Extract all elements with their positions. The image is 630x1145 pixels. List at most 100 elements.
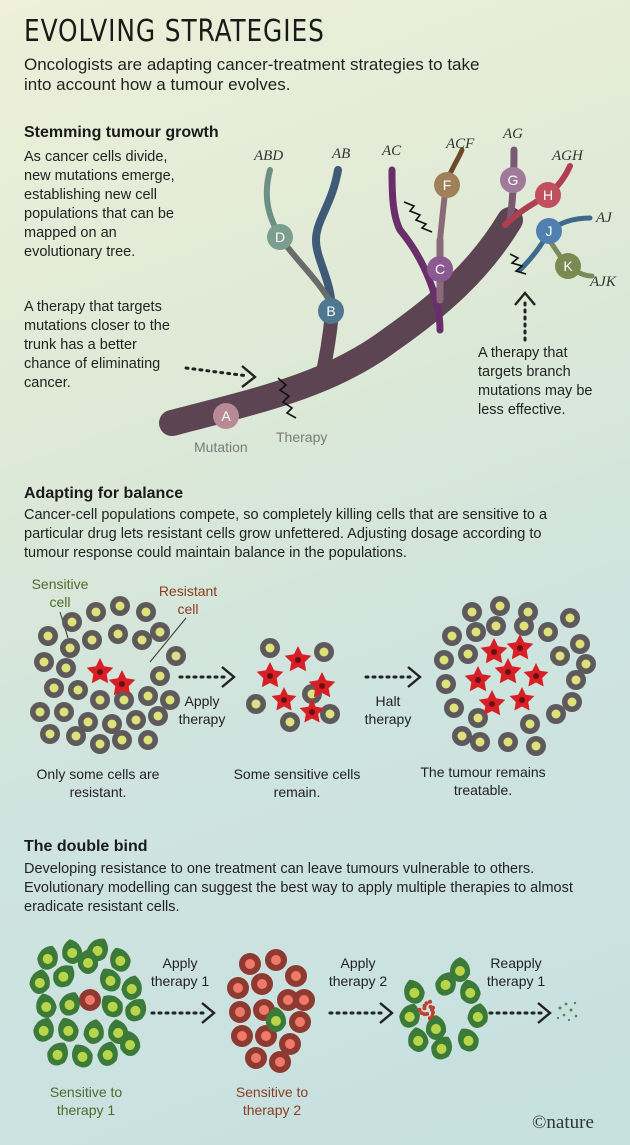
sensitive-cell	[160, 690, 180, 710]
svg-text:C: C	[435, 261, 445, 277]
evolution-tree: A B C D F G H J K ABD AB AC ACF AG AGH A…	[159, 126, 617, 436]
sensitive-to-therapy-1-cell	[408, 1027, 429, 1052]
therapy-zigzag-branch-c	[403, 201, 433, 233]
sensitive-cell	[110, 596, 130, 616]
sensitive-to-therapy-1-cell	[125, 998, 147, 1022]
sensitive-cell	[138, 686, 158, 706]
resistant-cell	[494, 658, 522, 684]
sensitive-cell	[102, 714, 122, 734]
leaf-ag: AG	[502, 126, 523, 142]
sensitive-cell	[320, 704, 340, 724]
sensitive-cell	[132, 630, 152, 650]
sensitive-cell	[280, 712, 300, 732]
sensitive-to-therapy-1-cell	[71, 1044, 93, 1068]
svg-text:B: B	[326, 303, 335, 319]
resistant-cell	[509, 687, 535, 711]
sensitive-to-therapy-2-cell	[79, 989, 101, 1011]
sensitive-cell	[90, 690, 110, 710]
leaf-aj: AJ	[595, 210, 613, 226]
sensitive-cell	[68, 680, 88, 700]
leaf-abd: ABD	[253, 148, 283, 164]
sensitive-to-therapy-1-cell	[33, 1017, 54, 1042]
sensitive-to-therapy-1-cell	[29, 969, 50, 994]
sensitive-cell	[54, 702, 74, 722]
sensitive-cell	[462, 602, 482, 622]
sensitive-to-therapy-2-cell	[229, 1001, 251, 1023]
sensitive-cell	[40, 724, 60, 744]
therapy-zigzag-branch-j	[509, 253, 527, 275]
sensitive-to-therapy-2-cell	[285, 965, 307, 987]
sensitive-cell	[108, 624, 128, 644]
sensitive-cell	[34, 652, 54, 672]
sensitive-cell	[562, 692, 582, 712]
node-a: A	[213, 403, 239, 429]
sensitive-cell	[434, 650, 454, 670]
leaf-acf: ACF	[445, 136, 475, 152]
sensitive-cell	[576, 654, 596, 674]
arrow-apply-therapy	[178, 666, 236, 688]
sensitive-cell	[490, 596, 510, 616]
sensitive-to-therapy-1-cell	[435, 972, 456, 996]
node-d: D	[267, 224, 293, 250]
sensitive-cell	[520, 714, 540, 734]
sensitive-to-therapy-1-cell	[460, 979, 481, 1004]
sensitive-cell	[30, 702, 50, 722]
arrow-label-apply-therapy: Apply therapy	[178, 693, 226, 727]
sensitive-to-therapy-2-cell	[293, 989, 315, 1011]
section-heading-stemming: Stemming tumour growth	[24, 124, 219, 141]
sensitive-cell	[90, 734, 110, 754]
sensitive-to-therapy-1-cell	[97, 1041, 118, 1066]
arrow-label-apply-therapy-2: Apply therapy 2	[328, 955, 388, 989]
node-k: K	[555, 253, 581, 279]
sensitive-cell	[136, 602, 156, 622]
resistant-cell	[506, 634, 534, 660]
sensitive-to-therapy-1-cell	[58, 1017, 79, 1042]
sensitive-to-therapy-1-cell	[83, 1019, 104, 1044]
resistant-cell	[308, 672, 336, 698]
sensitive-cell	[466, 622, 486, 642]
sensitive-cell	[150, 622, 170, 642]
sensitive-to-therapy-2-cell	[245, 1047, 267, 1069]
sensitive-cell	[166, 646, 186, 666]
svg-text:J: J	[546, 223, 553, 239]
sensitive-to-therapy-1-cell	[399, 1003, 420, 1028]
svg-text:H: H	[543, 187, 553, 203]
sensitive-to-therapy-1-cell	[265, 1007, 287, 1032]
sensitive-cell	[246, 694, 266, 714]
svg-text:A: A	[221, 408, 231, 424]
resistant-cell	[478, 690, 506, 716]
leaf-ab: AB	[331, 146, 350, 162]
resistant-cell	[523, 663, 549, 687]
dying-resistant-cell	[417, 999, 435, 1021]
sensitive-cell	[150, 666, 170, 686]
sensitive-cell	[546, 704, 566, 724]
svg-text:F: F	[443, 177, 452, 193]
sensitive-cell	[114, 690, 134, 710]
arrow-label-reapply-therapy-1: Reapply therapy 1	[486, 955, 546, 989]
arrow-reapply-therapy-1	[488, 1002, 552, 1024]
sensitive-cell	[148, 706, 168, 726]
sensitive-cell	[56, 658, 76, 678]
sensitive-to-therapy-1-cell	[449, 957, 471, 982]
sensitive-cell	[470, 732, 490, 752]
sensitive-cell	[566, 670, 586, 690]
sensitive-to-therapy-1-cell	[47, 1042, 69, 1066]
sensitive-cell	[468, 708, 488, 728]
sensitive-cell	[436, 674, 456, 694]
sensitive-to-therapy-1-cell	[77, 949, 99, 974]
section-heading-balance: Adapting for balance	[24, 485, 184, 502]
resistant-cell	[480, 638, 508, 664]
sensitive-cell	[62, 612, 82, 632]
sensitive-cell	[38, 626, 58, 646]
sensitive-to-therapy-1-cell	[101, 995, 123, 1018]
sensitive-to-therapy-2-cell	[265, 949, 287, 971]
svg-text:D: D	[275, 229, 285, 245]
resistant-cell	[299, 699, 325, 723]
resistant-cell	[86, 658, 114, 684]
node-c: C	[427, 256, 453, 282]
resistant-cell	[284, 646, 312, 672]
sensitive-cell	[60, 638, 80, 658]
sensitive-to-therapy-2-cell	[269, 1051, 291, 1073]
node-j: J	[536, 218, 562, 244]
